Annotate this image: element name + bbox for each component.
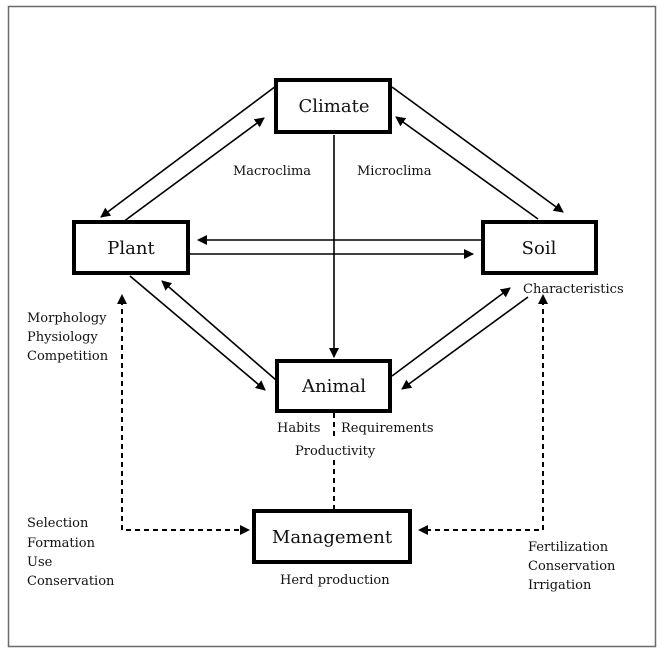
dashed-link-plant-management <box>121 300 244 531</box>
node-animal-label: Animal <box>301 376 366 397</box>
label-microclima: Microclima <box>357 164 432 179</box>
label-animal-productivity: Productivity <box>295 444 376 459</box>
label-plant-management: Selection <box>27 516 89 531</box>
node-soil-label: Soil <box>522 238 557 259</box>
label-animal-habits: Habits <box>277 421 320 436</box>
node-climate <box>274 78 392 134</box>
arrow-plant-to-climate <box>122 117 265 223</box>
node-management-label: Management <box>272 527 393 548</box>
label-plant-management: Formation <box>27 536 96 551</box>
label-soil-management: Conservation <box>528 559 616 574</box>
diagram-frame <box>7 5 657 648</box>
label-soil-management: Irrigation <box>528 578 592 593</box>
label-plant-trait: Competition <box>27 349 109 364</box>
label-animal-requirements: Requirements <box>341 421 434 436</box>
label-plant-trait: Morphology <box>27 311 107 326</box>
label-soil-management: Fertilization <box>528 540 609 555</box>
dashed-link-soil-management <box>424 300 544 531</box>
node-climate-label: Climate <box>299 96 370 117</box>
arrow-plant-to-animal <box>129 275 266 391</box>
node-animal <box>275 359 392 413</box>
arrow-soil-to-animal <box>401 296 529 390</box>
label-plant-management: Conservation <box>27 574 115 589</box>
node-plant-label: Plant <box>107 238 155 259</box>
label-plant-trait: Physiology <box>27 330 98 345</box>
node-management <box>252 509 412 564</box>
node-soil <box>481 220 598 275</box>
label-soil-characteristics: Characteristics <box>523 282 624 297</box>
node-plant <box>72 220 190 275</box>
arrow-animal-to-plant <box>161 280 277 381</box>
arrowhead-to-soil <box>538 294 548 304</box>
label-herd-production: Herd production <box>280 573 390 588</box>
arrow-animal-to-soil <box>391 287 511 377</box>
arrowhead-to-plant <box>117 294 127 304</box>
arrow-soil-to-climate <box>395 116 539 220</box>
arrowhead-to-management-left <box>240 525 250 535</box>
label-plant-management: Use <box>27 555 53 570</box>
arrow-climate-to-soil <box>391 86 564 213</box>
arrow-climate-to-plant <box>100 85 277 218</box>
arrowhead-to-management-right <box>418 525 428 535</box>
label-macroclima: Macroclima <box>233 164 311 179</box>
